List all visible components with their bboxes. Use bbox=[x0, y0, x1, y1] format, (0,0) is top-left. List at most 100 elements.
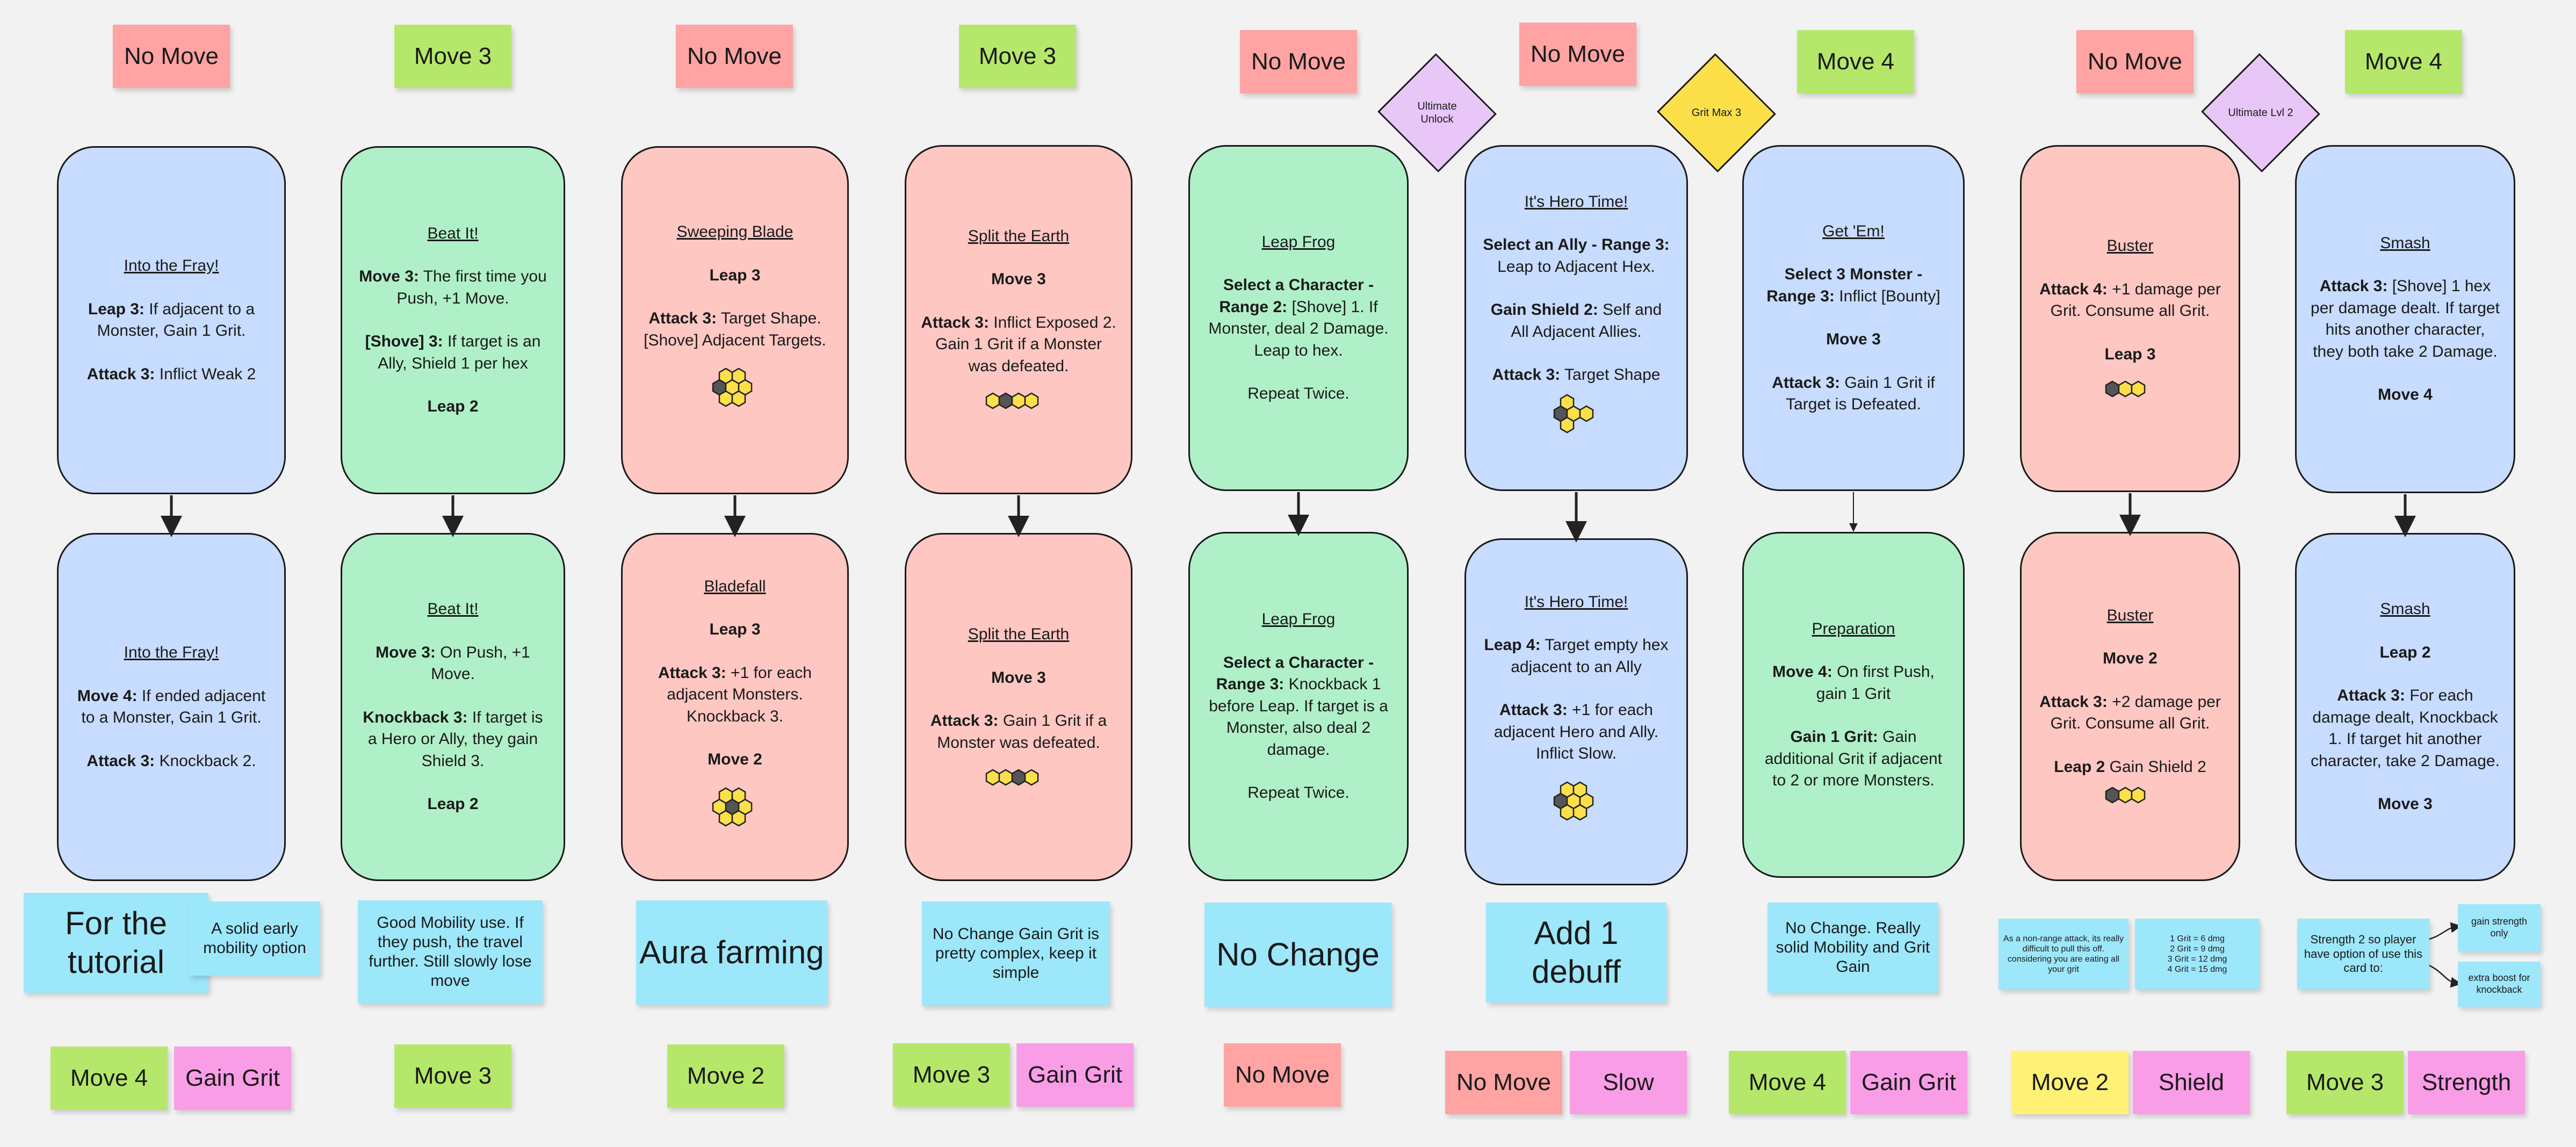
card-text: Move 2 bbox=[708, 751, 762, 768]
card-text: Buster bbox=[2106, 606, 2154, 624]
bottom-note-move3-c9[interactable]: Move 3 bbox=[2286, 1051, 2404, 1114]
bottom-note-gain-grit-c4[interactable]: Gain Grit bbox=[1016, 1043, 1134, 1107]
card-text: Bladefall bbox=[704, 577, 766, 595]
card-text: Leap 2 bbox=[427, 396, 478, 418]
card-text: If ended adjacent to a Monster, Gain 1 G… bbox=[81, 687, 266, 727]
top-note-2[interactable]: Move 3 bbox=[394, 25, 511, 88]
card-text: Beat It! bbox=[427, 600, 479, 618]
card-into-the-fray-2[interactable]: Into the Fray! Move 4: If ended adjacent… bbox=[57, 533, 286, 881]
card-text: Preparation bbox=[1812, 619, 1895, 638]
card-text: Move 3: The first time you Push, +1 Move… bbox=[356, 266, 550, 309]
card-text: Move 3 bbox=[2378, 795, 2433, 813]
card-buster-1[interactable]: Buster Attack 4: +1 damage per Grit. Con… bbox=[2020, 145, 2240, 492]
card-text: Leap 2 bbox=[2054, 758, 2105, 776]
card-text: Smash bbox=[2380, 234, 2430, 252]
bottom-note-shield-c8[interactable]: Shield bbox=[2133, 1051, 2250, 1114]
comment-strength-option[interactable]: Strength 2 so player have option of use … bbox=[2297, 919, 2429, 990]
card-beat-it-1[interactable]: Beat It! Move 3: The first time you Push… bbox=[341, 146, 565, 494]
comment-for-the-tutorial[interactable]: For the tutorial bbox=[24, 893, 208, 993]
card-split-the-earth-1[interactable]: Split the Earth Move 3 Attack 3: Inflict… bbox=[905, 145, 1132, 494]
diamond-grit-max[interactable]: Grit Max 3 bbox=[1656, 53, 1777, 172]
top-note-9[interactable]: Move 4 bbox=[2345, 30, 2462, 93]
comment-extra-boost[interactable]: extra boost for knockback bbox=[2458, 962, 2541, 1007]
card-text: Gain 1 Grit if Target is Defeated. bbox=[1786, 373, 1935, 414]
top-note-1[interactable]: No Move bbox=[113, 25, 230, 88]
card-text: Split the Earth bbox=[968, 227, 1070, 245]
card-text: Leap 2 bbox=[2379, 643, 2431, 661]
top-note-3[interactable]: No Move bbox=[676, 25, 793, 88]
comment-aura-farming[interactable]: Aura farming bbox=[636, 900, 827, 1005]
top-note-5[interactable]: No Move bbox=[1240, 30, 1357, 93]
comment-non-range-attack[interactable]: As a non-range attack, its really diffic… bbox=[1998, 919, 2128, 990]
bottom-note-no-move-c6[interactable]: No Move bbox=[1445, 1051, 1562, 1114]
card-text: Inflict Weak 2 bbox=[155, 365, 256, 383]
comment-grit-damage-table[interactable]: 1 Grit = 6 dmg 2 Grit = 9 dmg 3 Grit = 1… bbox=[2135, 919, 2260, 990]
card-text: Leap 3: bbox=[88, 300, 145, 318]
card-text: Knockback 3: If target is a Hero or Ally… bbox=[356, 707, 550, 773]
card-text: Select a Character - Range 3: bbox=[1216, 653, 1374, 694]
card-text: Move 3: bbox=[376, 643, 436, 661]
card-leap-frog-2[interactable]: Leap Frog Select a Character - Range 3: … bbox=[1188, 532, 1409, 881]
hex-line-icon bbox=[985, 769, 1039, 786]
card-text: Move 3: bbox=[359, 268, 419, 285]
card-text: Gain Shield 2: Self and All Adjacent All… bbox=[1480, 299, 1672, 343]
card-preparation[interactable]: Preparation Move 4: On first Push, gain … bbox=[1742, 532, 1965, 878]
card-split-the-earth-2[interactable]: Split the Earth Move 3 Attack 3: Gain 1 … bbox=[905, 533, 1132, 881]
comment-no-change-gain-grit[interactable]: No Change Gain Grit is pretty complex, k… bbox=[922, 901, 1110, 1006]
card-get-em[interactable]: Get 'Em! Select 3 Monster - Range 3: Inf… bbox=[1742, 145, 1965, 491]
card-text: Move 3 bbox=[991, 269, 1046, 291]
comment-no-change-solid[interactable]: No Change. Really solid Mobility and Gri… bbox=[1767, 903, 1938, 993]
card-smash-2[interactable]: Smash Leap 2 Attack 3: For each damage d… bbox=[2295, 533, 2515, 881]
bottom-note-move2-c3[interactable]: Move 2 bbox=[667, 1044, 784, 1108]
card-text: Leap 2 bbox=[427, 398, 479, 415]
comment-no-change[interactable]: No Change bbox=[1204, 903, 1391, 1007]
hex-pattern-icon bbox=[1553, 781, 1594, 820]
bottom-note-gain-grit-c1[interactable]: Gain Grit bbox=[174, 1047, 291, 1110]
card-its-hero-time-1[interactable]: It's Hero Time! Select an Ally - Range 3… bbox=[1464, 145, 1688, 491]
bottom-note-move4-c1[interactable]: Move 4 bbox=[50, 1047, 168, 1110]
card-bladefall[interactable]: Bladefall Leap 3 Attack 3: +1 for each a… bbox=[621, 533, 849, 881]
comment-gain-strength-only[interactable]: gain strength only bbox=[2458, 904, 2541, 951]
card-text: Attack 3: bbox=[86, 365, 155, 383]
card-text: Sweeping Blade bbox=[676, 223, 793, 241]
bottom-note-strength-c9[interactable]: Strength bbox=[2408, 1051, 2525, 1114]
card-leap-frog-1[interactable]: Leap Frog Select a Character - Range 2: … bbox=[1188, 145, 1409, 491]
bottom-note-move3-c2[interactable]: Move 3 bbox=[394, 1044, 511, 1108]
card-text: Knockback 3: bbox=[363, 708, 468, 726]
card-its-hero-time-2[interactable]: It's Hero Time! Leap 4: Target empty hex… bbox=[1464, 538, 1688, 885]
hex-pattern-icon bbox=[1553, 394, 1594, 433]
diamond-ultimate-unlock[interactable]: Ultimate Unlock bbox=[1376, 53, 1498, 172]
card-text: Attack 3: bbox=[1499, 701, 1568, 719]
card-text: Move 3 bbox=[1826, 329, 1881, 351]
bottom-note-gain-grit-c7[interactable]: Gain Grit bbox=[1850, 1051, 1967, 1114]
top-note-6[interactable]: No Move bbox=[1519, 23, 1636, 86]
bottom-note-move3-c4[interactable]: Move 3 bbox=[893, 1043, 1010, 1107]
card-text: Into the Fray! bbox=[124, 644, 219, 661]
card-smash-1[interactable]: Smash Attack 3: [Shove] 1 hex per damage… bbox=[2295, 145, 2515, 493]
card-sweeping-blade[interactable]: Sweeping Blade Leap 3 Attack 3: Target S… bbox=[621, 146, 849, 494]
card-text: Beat It! bbox=[427, 224, 479, 242]
card-buster-2[interactable]: Buster Move 2 Attack 3: +2 damage per Gr… bbox=[2020, 532, 2240, 881]
diamond-ultimate-lvl2[interactable]: Ultimate Lvl 2 bbox=[2200, 53, 2321, 172]
card-text: Inflict Exposed 2. Gain 1 Grit if a Mons… bbox=[935, 313, 1116, 375]
top-note-8[interactable]: No Move bbox=[2076, 30, 2193, 93]
comment-add-debuff[interactable]: Add 1 debuff bbox=[1486, 903, 1666, 1002]
card-text: Attack 4: bbox=[2039, 280, 2108, 298]
bottom-note-move4-c7[interactable]: Move 4 bbox=[1729, 1051, 1846, 1114]
card-text: Target Shape. [Shove] Adjacent Targets. bbox=[644, 309, 826, 349]
card-beat-it-2[interactable]: Beat It! Move 3: On Push, +1 Move. Knock… bbox=[341, 533, 565, 881]
comment-good-mobility[interactable]: Good Mobility use. If they push, the tra… bbox=[358, 900, 543, 1004]
bottom-note-no-move-c5[interactable]: No Move bbox=[1224, 1043, 1341, 1107]
bottom-note-slow-c6[interactable]: Slow bbox=[1570, 1051, 1687, 1114]
card-text: On Push, +1 Move. bbox=[431, 643, 530, 683]
card-text: Gain Shield 2 bbox=[2105, 758, 2206, 776]
card-text: Into the Fray! bbox=[124, 257, 219, 275]
top-note-4[interactable]: Move 3 bbox=[959, 25, 1076, 88]
comment-solid-early[interactable]: A solid early mobility option bbox=[189, 901, 320, 976]
card-into-the-fray-1[interactable]: Into the Fray! Leap 3: If adjacent to a … bbox=[57, 146, 286, 494]
card-text: Leap Frog bbox=[1261, 233, 1336, 251]
bottom-note-move2-c8[interactable]: Move 2 bbox=[2011, 1051, 2128, 1114]
top-note-7[interactable]: Move 4 bbox=[1797, 30, 1914, 93]
card-text: Attack 3: Inflict Weak 2 bbox=[87, 364, 256, 386]
